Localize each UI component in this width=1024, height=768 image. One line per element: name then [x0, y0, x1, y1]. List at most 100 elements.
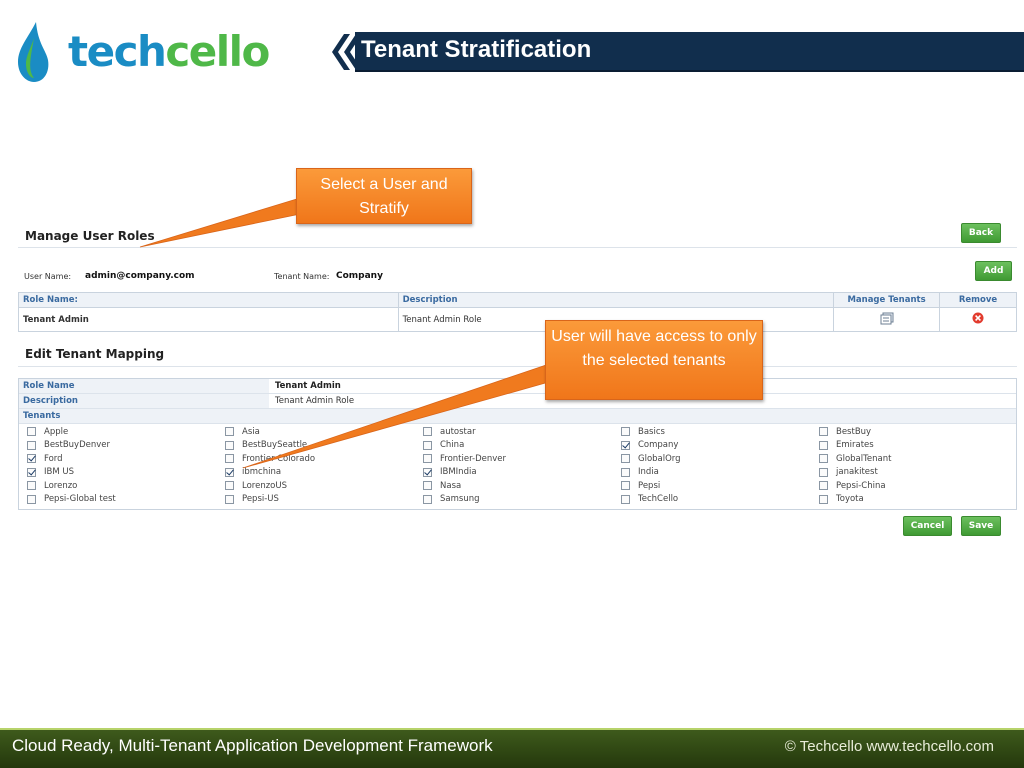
tenant-option[interactable]: Emirates [819, 439, 1017, 453]
tenant-name: Ford [44, 453, 63, 464]
tenant-name: Pepsi [638, 480, 661, 491]
role-name-cell: Tenant Admin [18, 307, 399, 332]
tenant-name: TechCello [638, 494, 679, 505]
tenant-checkbox[interactable] [621, 454, 630, 464]
callout-access-tenants: User will have access to only the select… [545, 320, 763, 400]
tenant-option[interactable]: ibmchina [225, 466, 423, 480]
tenant-option[interactable]: Lorenzo [27, 479, 225, 493]
tenant-name: Frontier-Denver [440, 453, 507, 464]
tenant-checkbox[interactable] [621, 440, 630, 450]
tenant-checkbox[interactable] [27, 494, 36, 504]
callout-select-user: Select a User and Stratify [296, 168, 472, 224]
tenant-checkbox[interactable] [621, 427, 630, 437]
tenant-option[interactable]: GlobalOrg [621, 452, 819, 466]
role-name-value: Tenant Admin [275, 381, 341, 391]
tenant-checkbox[interactable] [819, 467, 828, 477]
remove-cell [939, 307, 1017, 332]
tenant-name: Emirates [836, 440, 874, 451]
tenant-checkbox[interactable] [27, 481, 36, 491]
tenant-option[interactable]: autostar [423, 425, 621, 439]
tenant-checkbox[interactable] [423, 494, 432, 504]
tenant-option[interactable]: GlobalTenant [819, 452, 1017, 466]
tenant-option[interactable]: Apple [27, 425, 225, 439]
cancel-button[interactable]: Cancel [903, 516, 952, 536]
tenant-option[interactable]: Basics [621, 425, 819, 439]
slide-footer: Cloud Ready, Multi-Tenant Application De… [0, 728, 1024, 768]
description-key: Description [19, 394, 269, 408]
tenant-option[interactable]: Pepsi-China [819, 479, 1017, 493]
tenants-header: Tenants [19, 409, 1016, 424]
tenant-checkbox[interactable] [819, 481, 828, 491]
description-value: Tenant Admin Role [275, 396, 355, 406]
tenant-checkbox[interactable] [27, 427, 36, 437]
manage-user-roles-title: Manage User Roles [25, 229, 155, 243]
manage-tenants-icon[interactable] [880, 312, 894, 325]
tenant-checkbox[interactable] [225, 481, 234, 491]
tenant-checkbox[interactable] [225, 454, 234, 464]
tenant-option[interactable]: IBM US [27, 466, 225, 480]
tenant-checkbox[interactable] [27, 440, 36, 450]
tenant-checkbox[interactable] [819, 427, 828, 437]
section-divider [18, 247, 1017, 248]
tenant-name: Pepsi-China [836, 480, 886, 491]
manage-tenants-cell [833, 307, 941, 332]
tenant-name: Apple [44, 426, 69, 437]
tenant-checkbox[interactable] [423, 440, 432, 450]
tenant-name: Pepsi-Global test [44, 494, 116, 505]
tenant-option[interactable]: Frontier-Colorado [225, 452, 423, 466]
tenant-option[interactable]: Samsung [423, 493, 621, 507]
save-button[interactable]: Save [961, 516, 1001, 536]
column-header-manage-tenants: Manage Tenants [833, 292, 941, 308]
tenant-option[interactable]: Nasa [423, 479, 621, 493]
tenant-checkbox[interactable] [225, 427, 234, 437]
tenant-option[interactable]: Ford [27, 452, 225, 466]
tenant-option[interactable]: Pepsi [621, 479, 819, 493]
tenant-checkbox[interactable] [225, 467, 234, 477]
tenant-name: IBMIndia [440, 467, 477, 478]
tenant-option[interactable]: Company [621, 439, 819, 453]
column-header-role-name: Role Name: [18, 292, 399, 308]
tenant-option[interactable]: janakitest [819, 466, 1017, 480]
tenant-option[interactable]: Pepsi-Global test [27, 493, 225, 507]
tenant-option[interactable]: LorenzoUS [225, 479, 423, 493]
tenant-option[interactable]: TechCello [621, 493, 819, 507]
back-button[interactable]: Back [961, 223, 1001, 243]
tenant-checkbox[interactable] [621, 467, 630, 477]
tenant-checkbox[interactable] [225, 494, 234, 504]
logo-text-cello: cello [165, 27, 270, 76]
tenant-checkbox[interactable] [423, 427, 432, 437]
tenant-option[interactable]: India [621, 466, 819, 480]
tenant-checkbox[interactable] [819, 440, 828, 450]
tenant-checkbox[interactable] [621, 481, 630, 491]
tenant-checkbox[interactable] [423, 481, 432, 491]
tenant-checkbox[interactable] [819, 454, 828, 464]
tenant-option[interactable]: IBMIndia [423, 466, 621, 480]
logo-wordmark: techcello [68, 20, 270, 84]
tenant-option[interactable]: BestBuy [819, 425, 1017, 439]
tenant-option[interactable]: Toyota [819, 493, 1017, 507]
table-header-row: Role Name: Description Manage Tenants Re… [18, 292, 1017, 308]
tenant-option[interactable]: BestBuySeattle [225, 439, 423, 453]
tenant-name: janakitest [836, 467, 878, 478]
tenant-checkbox[interactable] [423, 454, 432, 464]
tenant-name: India [638, 467, 659, 478]
tenant-checkbox[interactable] [423, 467, 432, 477]
tenant-option[interactable]: BestBuyDenver [27, 439, 225, 453]
add-button[interactable]: Add [975, 261, 1012, 281]
tenant-checkbox[interactable] [27, 467, 36, 477]
tenant-checkbox[interactable] [27, 454, 36, 464]
tenant-name: BestBuyDenver [44, 440, 110, 451]
tenant-option[interactable]: China [423, 439, 621, 453]
tenant-checkbox[interactable] [225, 440, 234, 450]
tenant-option[interactable]: Frontier-Denver [423, 452, 621, 466]
tenant-name: Lorenzo [44, 480, 78, 491]
tenant-checkbox[interactable] [819, 494, 828, 504]
tenant-name: BestBuySeattle [242, 440, 308, 451]
table-row: Tenant Admin Tenant Admin Role [18, 307, 1017, 332]
tenant-checkbox[interactable] [621, 494, 630, 504]
tenant-option[interactable]: Pepsi-US [225, 493, 423, 507]
remove-icon[interactable] [972, 312, 984, 324]
user-roles-table: Role Name: Description Manage Tenants Re… [18, 292, 1017, 332]
tenant-option[interactable]: Asia [225, 425, 423, 439]
